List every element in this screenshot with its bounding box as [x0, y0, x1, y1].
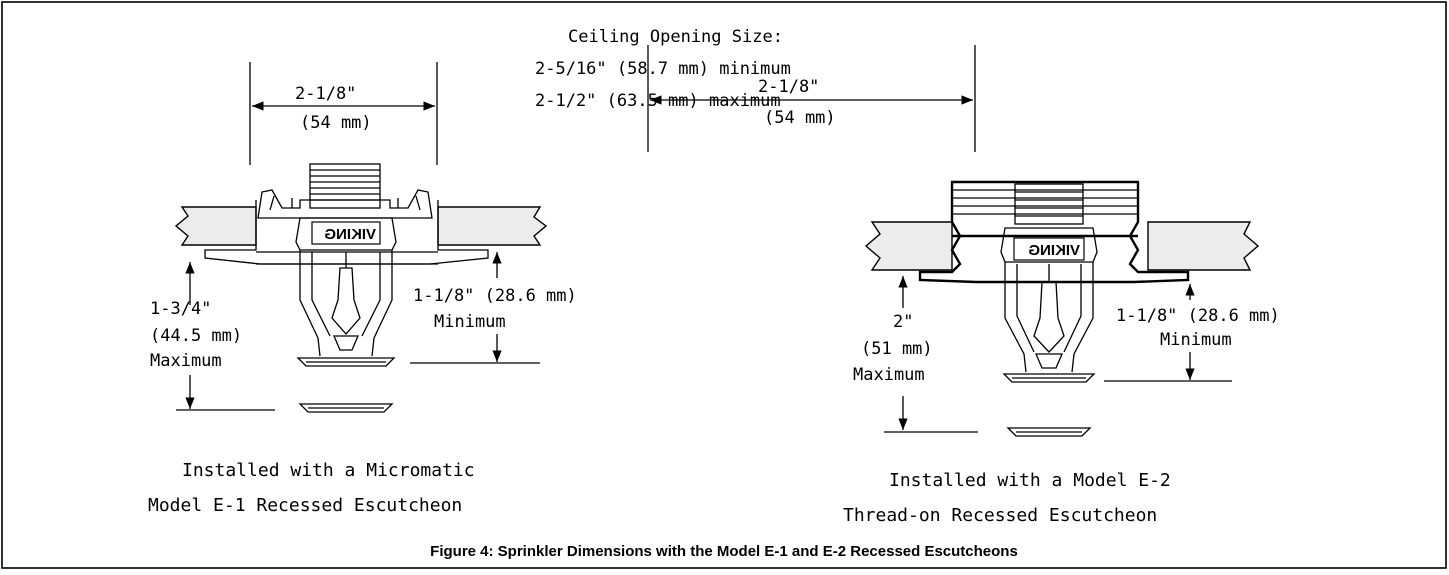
left-caption-line1: Installed with a Micromatic: [182, 460, 475, 481]
figure-caption: Figure 4: Sprinkler Dimensions with the …: [430, 543, 1018, 560]
left-width-inches: 2-1/8": [295, 84, 356, 104]
right-ceiling-tile-right: [1147, 221, 1260, 271]
left-max-inches: 1-3/4": [150, 299, 211, 319]
ceiling-opening-title: Ceiling Opening Size:: [568, 27, 783, 47]
right-width-inches: 2-1/8": [758, 77, 819, 97]
left-max-word: Maximum: [150, 351, 222, 371]
ceiling-opening-min: 2-5/16" (58.7 mm) minimum: [535, 59, 791, 79]
left-min-dim: 1-1/8" (28.6 mm): [413, 286, 577, 306]
left-max-mm: (44.5 mm): [150, 326, 242, 346]
left-ceiling-tile-right: [437, 206, 548, 246]
left-assembly: 2-1/8" (54 mm) VIKING: [148, 62, 577, 516]
left-brand-text: VIKING: [324, 226, 376, 243]
left-caption-line2: Model E-1 Recessed Escutcheon: [148, 495, 462, 516]
right-assembly: 2-1/8" (54 mm) VIKING 2" (51: [647, 45, 1280, 526]
right-brand-text: VIKING: [1028, 242, 1080, 259]
right-ceiling-tile-left: [864, 221, 953, 271]
ceiling-opening-note: Ceiling Opening Size: 2-5/16" (58.7 mm) …: [535, 27, 791, 111]
left-min-word: Minimum: [434, 312, 506, 332]
right-min-dim: 1-1/8" (28.6 mm): [1116, 306, 1280, 326]
right-caption-line1: Installed with a Model E-2: [889, 470, 1171, 491]
right-caption-line2: Thread-on Recessed Escutcheon: [843, 505, 1157, 526]
right-width-mm: (54 mm): [764, 108, 836, 128]
right-brand-plate: [1013, 237, 1085, 261]
left-ceiling-tile-left: [174, 206, 257, 246]
right-max-word: Maximum: [853, 365, 925, 385]
ceiling-opening-max: 2-1/2" (63.5 mm) maximum: [535, 91, 781, 111]
right-min-word: Minimum: [1160, 330, 1232, 350]
right-max-mm: (51 mm): [861, 339, 933, 359]
right-max-inches: 2": [893, 312, 913, 332]
left-width-mm: (54 mm): [300, 113, 372, 133]
left-brand-plate: [311, 221, 381, 245]
